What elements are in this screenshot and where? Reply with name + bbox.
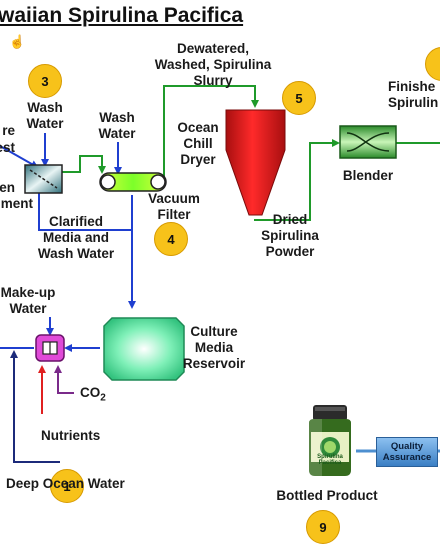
- bottle-label-text: Spirulina Pacifica: [317, 454, 343, 466]
- harvest-inflow-arrow: [0, 145, 39, 168]
- step-badge-9: 9: [306, 510, 340, 544]
- chill-dryer-vessel: [225, 109, 286, 216]
- chill-dryer-label: Ocean Chill Dryer: [177, 120, 219, 167]
- deep-ocean-water-label: Deep Ocean Water: [6, 476, 125, 491]
- makeup-water-label: Make-up Water: [0, 285, 56, 316]
- slurry-label: Dewatered, Washed, Spirulina Slurry: [154, 41, 272, 88]
- quality-assurance-label: Quality Assurance: [382, 441, 432, 463]
- culture-reservoir-tank: [103, 317, 185, 381]
- blender-ribbon: [346, 132, 390, 152]
- quality-assurance-box: Quality Assurance: [376, 437, 438, 467]
- co2-flow: [54, 365, 74, 394]
- vacuum-filter-belt: [99, 172, 167, 192]
- co2-label: CO2: [80, 385, 106, 404]
- screen-mesh: [29, 169, 58, 189]
- powder-flow: [254, 139, 340, 221]
- screen-to-filter-flow: [62, 155, 106, 174]
- wash-water-left-label: Wash Water: [26, 100, 64, 131]
- bottle-graphic: [309, 405, 351, 476]
- step-badge-3: 3: [28, 64, 62, 98]
- nutrients-label: Nutrients: [41, 428, 101, 443]
- filter-roller-right: [150, 174, 166, 190]
- screen-unit: [24, 164, 63, 194]
- finished-spirulina-label: Finishe Spirulin: [388, 79, 439, 110]
- deep-ocean-water-flow: [10, 350, 60, 463]
- partial-label-ment: ment: [0, 196, 33, 211]
- blender-unit: [339, 125, 397, 159]
- partial-label-en: en: [0, 180, 15, 195]
- clarified-collect-left: [38, 182, 132, 231]
- hand-cursor-icon: ☝: [9, 34, 26, 49]
- culture-reservoir-label: Culture Media Reservoir: [182, 324, 246, 371]
- clarified-water-label: Clarified Media and Wash Water: [37, 214, 115, 261]
- dried-powder-label: Dried Spirulina Powder: [261, 212, 319, 259]
- blender-label: Blender: [342, 168, 394, 183]
- diagram-title: waiian Spirulina Pacifica: [0, 4, 244, 27]
- slurry-flow: [163, 85, 259, 180]
- step-badge-1: 1: [50, 469, 84, 503]
- bottled-product-label: Bottled Product: [276, 488, 378, 503]
- step-badge-5: 5: [282, 81, 316, 115]
- vacuum-filter-label: Vacuum Filter: [148, 191, 200, 222]
- filter-roller-left: [100, 174, 116, 190]
- partial-label-top: re: [2, 123, 15, 138]
- wash-water-right-label: Wash Water: [98, 110, 136, 141]
- partial-label-mid: est: [0, 140, 15, 155]
- step-badge-4: 4: [154, 222, 188, 256]
